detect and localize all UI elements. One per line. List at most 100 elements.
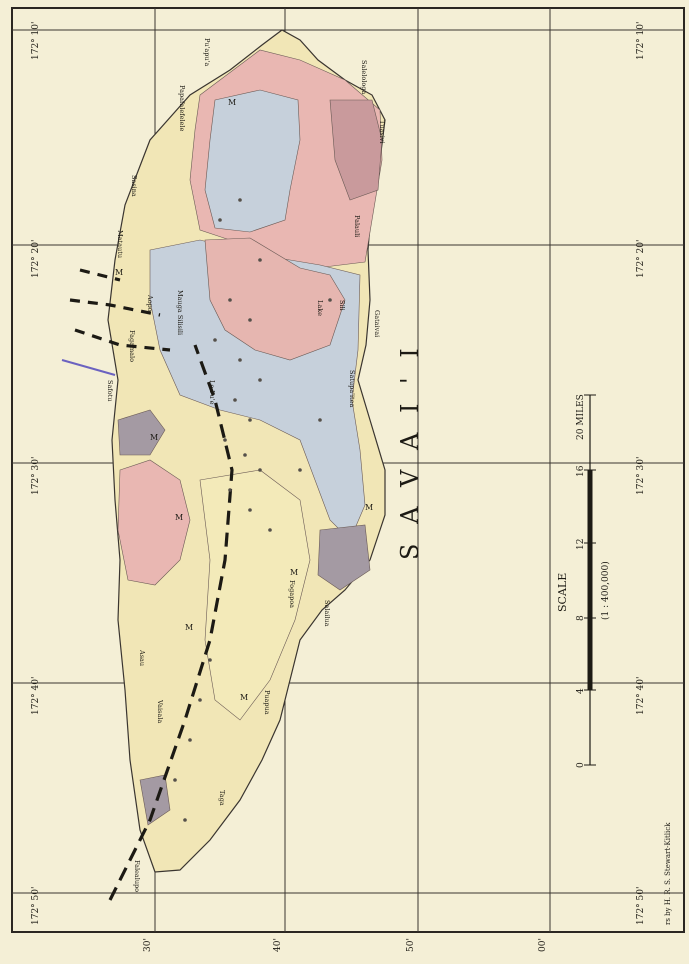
scale-title: SCALE — [556, 573, 569, 612]
lat-label: 30' — [143, 938, 153, 952]
scale-bar-solid — [587, 470, 593, 690]
region-letter: M — [365, 503, 373, 512]
scale-label-8: 8 — [576, 615, 586, 621]
place-name: Satupa'itea — [348, 370, 356, 407]
lon-label-bottom: 172° 50' — [636, 887, 646, 925]
crater-dot — [258, 468, 262, 472]
scale-label-20: 20 MILES — [576, 394, 586, 440]
crater-dot — [213, 338, 217, 342]
place-name: Tuasivi — [378, 120, 386, 144]
lat-label: 50' — [406, 938, 416, 952]
place-name: Matautu — [116, 230, 124, 258]
place-name: Pu'apu'a — [203, 38, 211, 66]
scale-label-12: 12 — [576, 539, 586, 550]
place-name: Asau — [138, 649, 146, 666]
place-name: Fogapoa — [288, 580, 296, 608]
crater-dot — [248, 508, 252, 512]
fault-line-north-2 — [69, 298, 161, 317]
lon-label-bottom: 172° 30' — [636, 457, 646, 495]
crater-dot — [228, 488, 232, 492]
crater-dot — [298, 468, 302, 472]
place-name: Safotu — [106, 380, 114, 401]
lon-label-top: 172° 20' — [31, 240, 41, 278]
zone-blue-upper — [204, 89, 301, 233]
zone-pink-west — [117, 459, 191, 586]
place-name: Papafalefelele — [178, 85, 186, 131]
region-letter: M — [290, 568, 298, 577]
crater-dot — [328, 298, 332, 302]
region-letter: M — [175, 513, 183, 522]
lon-label-top: 172° 30' — [31, 457, 41, 495]
scale-bar: 0 4 8 12 16 20 MILES SCALE (1 : 400,000) — [556, 394, 611, 768]
zone-grey-2 — [139, 774, 171, 826]
crater-dot — [173, 778, 177, 782]
crater-dot — [238, 198, 242, 202]
lon-label-bottom: 172° 40' — [636, 677, 646, 715]
fault-line-main — [108, 344, 234, 901]
zone-grey-3 — [317, 524, 371, 591]
scale-label-0: 0 — [576, 762, 586, 768]
crater-dot — [238, 358, 242, 362]
lon-label-bottom: 172° 20' — [636, 240, 646, 278]
crater-dot — [258, 378, 262, 382]
region-letter: M — [150, 433, 158, 442]
map-credit: rs by H. R. S. Stewart-Kitlick — [664, 822, 672, 925]
zone-pink-central — [204, 237, 346, 361]
zone-grey-1 — [117, 409, 166, 456]
place-name: Falealupo — [133, 860, 141, 892]
place-name: Palauli — [353, 215, 361, 237]
place-name: Mauga Silisili — [176, 290, 184, 335]
island-title: S A V A I ' I — [396, 342, 424, 560]
place-names: Falealupo Safotu Matautu Asau Salelologa… — [106, 38, 386, 892]
island — [107, 29, 386, 873]
place-name: Aopo — [146, 294, 154, 312]
place-name: Le Pu'e — [208, 380, 216, 405]
lon-label-top: 172° 10' — [31, 22, 41, 60]
place-name: Salelologa — [360, 60, 368, 94]
place-name: Puapua — [263, 690, 271, 715]
crater-dot — [223, 438, 227, 442]
lon-label-top: 172° 40' — [31, 677, 41, 715]
coast-highlight — [61, 359, 116, 376]
fault-lines — [69, 268, 234, 901]
place-name: Vaisala — [156, 699, 164, 723]
place-name: Sili — [338, 300, 346, 311]
place-name: Gataivai — [373, 310, 381, 337]
zone-mauve-east — [329, 99, 383, 201]
crater-dot — [233, 398, 237, 402]
crater-dot — [258, 258, 262, 262]
crater-dot — [248, 418, 252, 422]
region-letter: M — [115, 268, 123, 277]
region-letter: M — [185, 623, 193, 632]
map-border — [11, 7, 685, 933]
crater-dot — [243, 453, 247, 457]
crater-dot — [188, 738, 192, 742]
place-name: Fagamalo — [128, 330, 136, 362]
longitude-labels: 172° 10' 172° 20' 172° 30' 172° 40' 172°… — [31, 22, 646, 925]
crater-dot — [318, 418, 322, 422]
scale-ratio: (1 : 400,000) — [600, 561, 611, 620]
crater-dot — [208, 658, 212, 662]
scale-label-16: 16 — [576, 465, 586, 477]
lat-label: 00' — [538, 938, 548, 952]
crater-dot — [183, 818, 187, 822]
fault-line-north-1 — [74, 328, 171, 352]
place-name: Salailua — [323, 600, 331, 627]
lon-label-top: 172° 50' — [31, 887, 41, 925]
region-letter: M — [240, 693, 248, 702]
place-name: Lake — [316, 300, 324, 316]
zone-cream-south — [199, 469, 311, 721]
latitude-labels: 30' 40' 50' 00' — [143, 938, 548, 952]
crater-dot — [268, 528, 272, 532]
crater-dot — [248, 318, 252, 322]
place-name: Sasina — [130, 175, 138, 197]
place-name: Taga — [218, 790, 226, 806]
region-letter: M — [228, 98, 236, 107]
scale-label-4: 4 — [576, 688, 586, 694]
crater-dots — [173, 198, 332, 822]
lat-label: 40' — [273, 938, 283, 952]
crater-dot — [228, 298, 232, 302]
lon-label-bottom: 172° 10' — [636, 22, 646, 60]
fault-line-north-3 — [79, 268, 121, 282]
